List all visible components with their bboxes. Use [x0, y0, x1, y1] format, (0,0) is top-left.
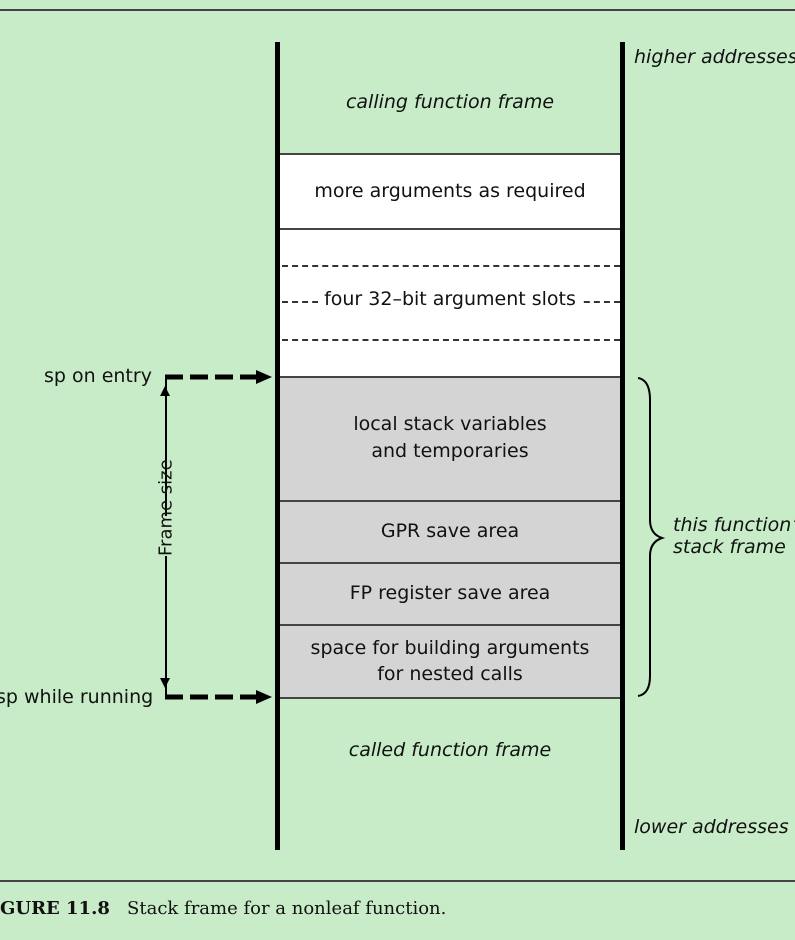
lower-addresses-label: lower addresses [634, 816, 789, 838]
figure-number: GURE 11.8 [0, 898, 110, 919]
top-rule [0, 9, 795, 11]
called-frame-label: called function frame [348, 739, 552, 761]
boundary-line [280, 562, 620, 564]
bottom-rule [0, 880, 795, 882]
argument-slots-label-wrap: four 32–bit argument slots [280, 288, 620, 310]
slot-separator [282, 339, 620, 341]
nested-args-label-1: space for building arguments [310, 637, 590, 659]
sp-running-label: sp while running [0, 686, 154, 708]
more-arguments-region [280, 155, 620, 228]
argument-slots-label: four 32–bit argument slots [318, 288, 582, 310]
stack-frame-brace [637, 377, 666, 697]
local-variables-label-2: and temporaries [371, 440, 529, 462]
this-frame-label-1: this function’s [673, 514, 795, 536]
sp-entry-arrow [160, 370, 272, 396]
calling-frame-label: calling function frame [345, 91, 555, 113]
nested-args-region [280, 626, 620, 697]
boundary-line [280, 697, 620, 699]
stack-right-edge [620, 42, 625, 850]
nested-args-label-2: for nested calls [377, 663, 523, 685]
fp-save-region [280, 564, 620, 624]
this-frame-label-2: stack frame [673, 536, 786, 558]
fp-save-label: FP register save area [349, 582, 551, 604]
more-arguments-label: more arguments as required [314, 180, 586, 202]
slot-separator [282, 265, 620, 267]
boundary-line [280, 624, 620, 626]
boundary-line [280, 376, 620, 378]
higher-addresses-label: higher addresses [634, 46, 795, 68]
stack-left-edge [275, 42, 280, 850]
sp-entry-label: sp on entry [44, 365, 152, 387]
gpr-save-label: GPR save area [380, 520, 520, 542]
local-variables-region [280, 378, 620, 500]
figure-caption: GURE 11.8 Stack frame for a nonleaf func… [0, 898, 446, 919]
boundary-line [280, 500, 620, 502]
boundary-line [280, 228, 620, 230]
gpr-save-region [280, 502, 620, 562]
sp-running-arrow [160, 678, 272, 704]
boundary-line [280, 153, 620, 155]
caption-text: Stack frame for a nonleaf function. [127, 898, 447, 919]
local-variables-label-1: local stack variables [353, 413, 547, 435]
